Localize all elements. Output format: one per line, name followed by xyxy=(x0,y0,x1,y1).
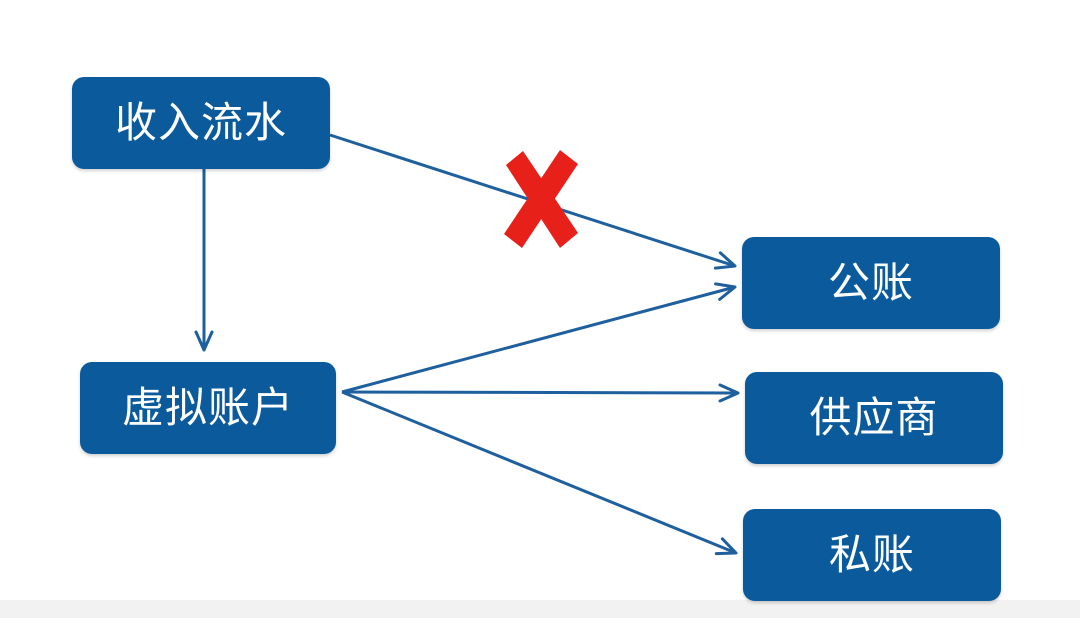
bottom-strip xyxy=(0,600,1080,618)
node-virtual-account: 虚拟账户 xyxy=(80,362,336,454)
forbidden-x-icon xyxy=(504,150,578,248)
node-label-income-flow: 收入流水 xyxy=(114,98,287,147)
node-label-virtual-account: 虚拟账户 xyxy=(121,383,294,432)
node-public-account: 公账 xyxy=(742,237,1000,329)
arrow-virtual-to-supplier xyxy=(341,383,740,403)
node-supplier: 供应商 xyxy=(745,372,1003,464)
node-income-flow: 收入流水 xyxy=(72,77,330,169)
arrow-virtual-to-public xyxy=(341,282,737,394)
arrow-virtual-to-private xyxy=(341,390,738,556)
node-label-private-account: 私账 xyxy=(828,530,915,579)
node-label-supplier: 供应商 xyxy=(809,393,939,442)
node-private-account: 私账 xyxy=(743,509,1001,601)
node-label-public-account: 公账 xyxy=(827,258,914,307)
